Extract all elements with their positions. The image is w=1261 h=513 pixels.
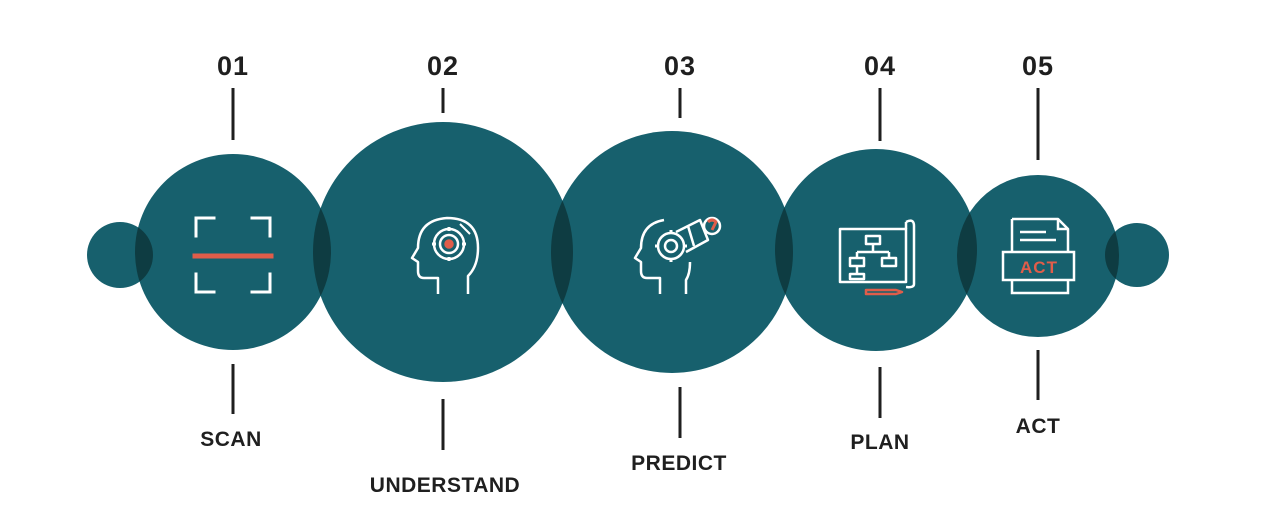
step-1-number: 01 bbox=[216, 51, 250, 81]
step-5-number: 05 bbox=[1021, 51, 1055, 81]
step-1-circle bbox=[135, 154, 331, 350]
scan-frame-icon bbox=[192, 216, 274, 294]
step-4-circle bbox=[775, 149, 977, 351]
step-2-label: UNDERSTAND bbox=[369, 474, 521, 497]
step-5-label: ACT bbox=[1015, 415, 1061, 438]
right-end-dot bbox=[1105, 223, 1169, 287]
step-3-number: 03 bbox=[663, 51, 697, 81]
head-telescope-icon bbox=[633, 216, 722, 294]
connector-lines bbox=[231, 88, 1040, 450]
step-4-number: 04 bbox=[863, 51, 897, 81]
step-2-number: 02 bbox=[426, 51, 460, 81]
circles bbox=[87, 122, 1169, 382]
step-3-label: PREDICT bbox=[631, 452, 727, 475]
head-gear-icon bbox=[410, 216, 480, 294]
step-4-label: PLAN bbox=[850, 431, 910, 454]
step-1-label: SCAN bbox=[200, 428, 262, 451]
act-document-icon: ACT bbox=[1001, 217, 1076, 295]
blueprint-flowchart-icon bbox=[838, 219, 916, 296]
step-5-circle bbox=[957, 175, 1119, 337]
act-icon-text: ACT bbox=[1020, 258, 1058, 277]
